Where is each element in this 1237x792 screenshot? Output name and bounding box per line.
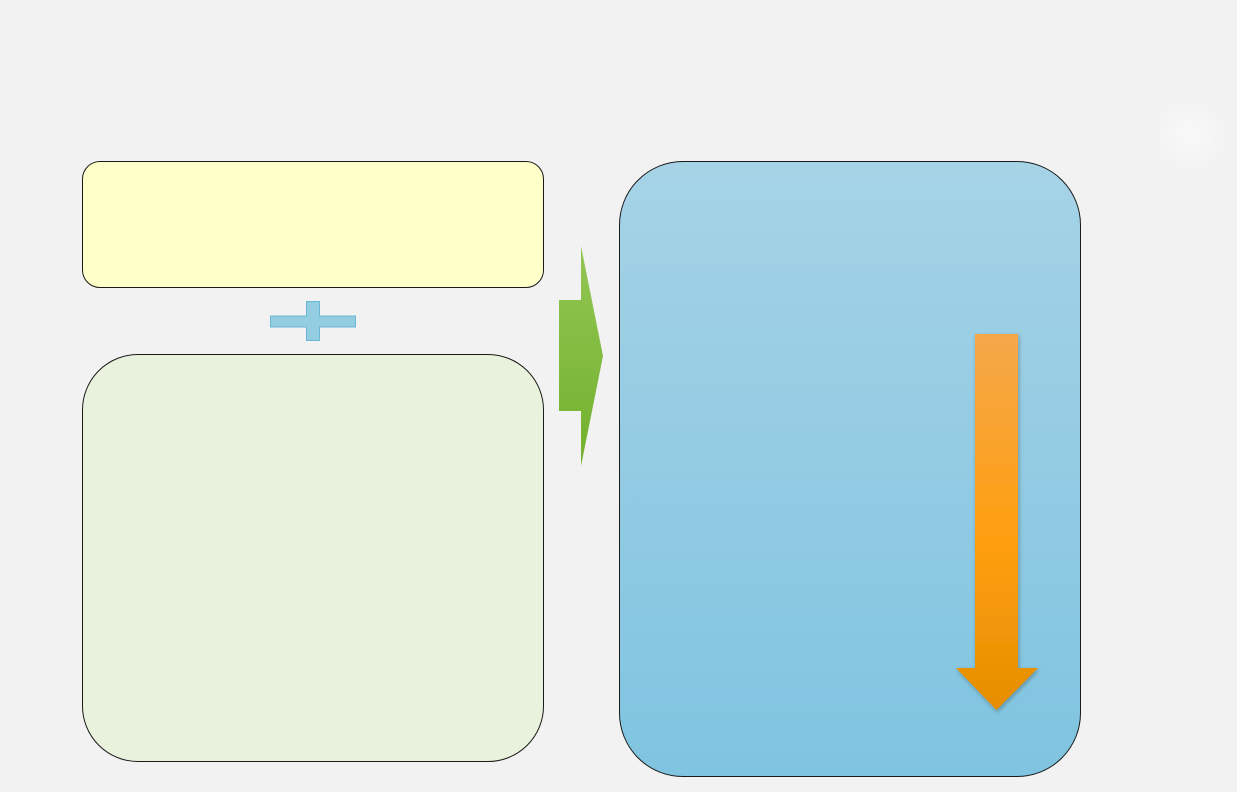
yellow-box — [82, 161, 544, 288]
arrow-right-icon — [559, 246, 603, 466]
arrow-right-shape — [559, 246, 603, 466]
plus-icon — [270, 301, 356, 341]
arrow-down-icon — [956, 334, 1038, 710]
arrow-down-shape — [956, 334, 1038, 710]
green-box — [82, 354, 544, 762]
plus-shape — [270, 301, 356, 341]
corner-glow — [1150, 95, 1230, 175]
